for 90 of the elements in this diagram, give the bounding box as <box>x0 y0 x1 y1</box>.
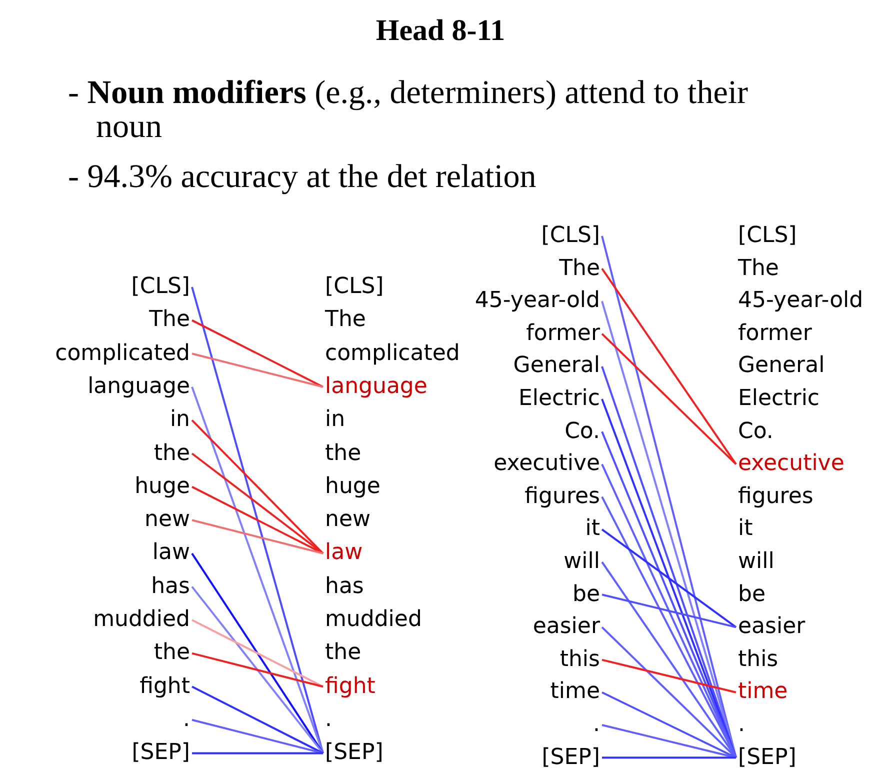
token-label: . <box>183 706 190 733</box>
attention-line <box>602 658 736 694</box>
attention-line <box>192 718 324 754</box>
token-label: it <box>585 516 600 542</box>
attention-line <box>191 552 324 754</box>
token-label: executive <box>494 451 600 478</box>
token-label: law <box>152 540 190 566</box>
token-label: complicated <box>55 340 190 367</box>
token-label: huge <box>325 474 380 500</box>
token-label: figures <box>524 484 600 510</box>
token-label: new <box>325 507 370 534</box>
attention-line <box>192 619 324 688</box>
token-label: easier <box>532 614 600 640</box>
token-label: Electric <box>738 386 820 412</box>
token-label: time <box>738 679 788 706</box>
attention-line <box>191 452 324 554</box>
attention-line <box>192 352 324 388</box>
attention-line <box>192 752 323 754</box>
token-label: The <box>149 307 190 334</box>
token-label: law <box>325 540 363 566</box>
token-label: the <box>325 440 362 466</box>
attention-line <box>602 724 736 759</box>
attention-line <box>192 486 324 554</box>
attention-line <box>601 528 737 628</box>
token-label: Electric <box>518 386 600 412</box>
attention-line <box>191 286 324 754</box>
token-label: will <box>738 549 774 575</box>
attention-line <box>191 419 324 554</box>
token-label: [CLS] <box>131 274 190 300</box>
token-label: the <box>154 440 190 466</box>
token-label: [CLS] <box>738 223 797 249</box>
token-label: The <box>738 256 779 282</box>
bullet-text: - Noun modifiers (e.g., determiners) attend to their noun <box>68 76 750 144</box>
token-label: [CLS] <box>325 274 384 300</box>
attention-line <box>192 652 324 688</box>
token-label: language <box>88 374 190 400</box>
token-label: this <box>738 646 778 673</box>
token-label: in <box>325 407 346 434</box>
token-label: The <box>325 307 366 334</box>
attention-line <box>192 686 324 754</box>
token-label: fight <box>325 674 376 700</box>
attention-line <box>602 756 736 759</box>
attention-line <box>602 692 736 758</box>
token-label: General <box>738 353 825 380</box>
attention-line <box>191 386 324 754</box>
token-label: this <box>560 646 600 673</box>
token-label: former <box>738 320 812 347</box>
attention-line <box>601 333 737 465</box>
token-label: the <box>325 640 362 666</box>
token-label: The <box>559 256 600 282</box>
token-label: . <box>593 712 600 738</box>
attention-line <box>192 319 324 388</box>
token-label: fight <box>140 674 190 700</box>
title: Head 8-11 <box>374 14 506 48</box>
token-label: former <box>526 320 600 347</box>
attention-line <box>601 268 737 465</box>
token-label: General <box>513 353 600 380</box>
attention-line <box>602 594 736 628</box>
attention-line <box>192 519 324 554</box>
token-label: Co. <box>564 418 600 445</box>
token-label: huge <box>134 474 190 500</box>
token-label: time <box>550 679 600 706</box>
token-label: 45-year-old <box>738 288 864 314</box>
token-label: [SEP] <box>132 740 190 766</box>
token-label: complicated <box>325 340 460 367</box>
token-label: [CLS] <box>541 223 600 249</box>
token-label: muddied <box>325 607 422 633</box>
token-label: be <box>572 582 600 608</box>
token-label: . <box>738 712 745 738</box>
token-label: has <box>325 574 364 600</box>
token-label: easier <box>738 614 806 640</box>
token-label: language <box>325 374 428 400</box>
token-label: [SEP] <box>542 744 600 771</box>
token-label: [SEP] <box>325 740 384 766</box>
token-label: [SEP] <box>738 744 796 771</box>
token-label: will <box>564 549 600 575</box>
token-label: executive <box>738 451 844 478</box>
token-label: Co. <box>738 418 774 445</box>
token-label: in <box>170 407 190 434</box>
token-label: be <box>738 582 766 608</box>
token-label: new <box>144 507 190 534</box>
attention-line <box>191 586 324 754</box>
token-label: has <box>151 574 190 600</box>
token-label: muddied <box>93 607 190 633</box>
token-label: . <box>325 706 332 733</box>
token-label: it <box>738 516 753 542</box>
token-label: the <box>154 640 190 666</box>
bullet-text: - 94.3% accuracy at the det relation <box>68 160 538 194</box>
token-label: 45-year-old <box>474 288 600 314</box>
token-label: figures <box>738 484 814 510</box>
